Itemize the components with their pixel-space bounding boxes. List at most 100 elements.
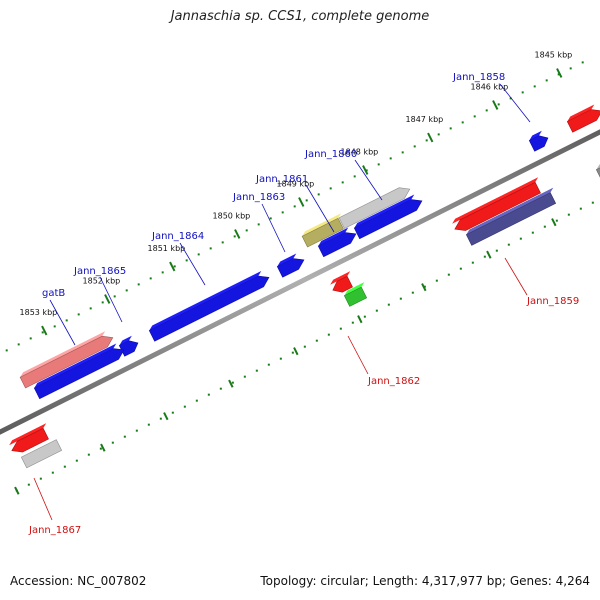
gene-top-face xyxy=(277,253,297,267)
gene-top-1[interactable] xyxy=(566,104,600,133)
gene-label[interactable]: gatB xyxy=(42,288,65,299)
ruler-dot xyxy=(111,441,114,444)
ruler-dot xyxy=(123,435,126,438)
ruler-dot xyxy=(29,337,32,340)
label-leader-line xyxy=(499,83,531,123)
ruler-dot xyxy=(75,459,78,462)
gene-body xyxy=(301,217,344,248)
ruler-dot xyxy=(341,181,344,184)
ruler-dot xyxy=(483,255,486,258)
gene-body xyxy=(33,348,125,400)
gene-label[interactable]: Jann_1860 xyxy=(304,149,357,160)
kbp-tick xyxy=(169,261,176,272)
gene-body xyxy=(118,340,139,357)
ruler-dot xyxy=(317,193,320,196)
gene-label[interactable]: Jann_1864 xyxy=(151,231,204,242)
ruler-dot xyxy=(329,187,332,190)
ruler-dot xyxy=(149,277,152,280)
ruler-dot xyxy=(543,225,546,228)
label-leader-line xyxy=(261,203,286,253)
gene-body xyxy=(19,335,114,389)
kbp-tick-bottom xyxy=(551,218,557,227)
gene-Jann_1867[interactable] xyxy=(9,423,49,453)
gene-top-3[interactable] xyxy=(338,182,411,229)
gene-label[interactable]: Jann_1862 xyxy=(367,376,420,387)
ruler-dot xyxy=(339,327,342,330)
gene-Jann_1861[interactable] xyxy=(301,213,344,248)
gene-body xyxy=(454,181,541,231)
kbp-label: 1847 kbp xyxy=(406,115,444,124)
ruler-dot xyxy=(495,249,498,252)
gene-label[interactable]: Jann_1867 xyxy=(28,525,81,536)
label-leader-line xyxy=(99,276,123,323)
gene-bottom-6[interactable] xyxy=(20,434,63,469)
gene-Jann_1865[interactable] xyxy=(118,335,139,357)
ruler-dot xyxy=(449,127,452,130)
gene-top-face xyxy=(529,130,542,141)
ruler-dot xyxy=(293,205,296,208)
gene-top-face xyxy=(21,434,60,458)
gene-bottom-2[interactable] xyxy=(595,151,600,181)
gene-top-face xyxy=(596,164,600,170)
ruler-dot xyxy=(555,219,558,222)
ruler-dot xyxy=(185,259,188,262)
ruler-dot xyxy=(221,241,224,244)
ruler-dot xyxy=(63,465,66,468)
kbp-tick-bottom xyxy=(486,250,492,259)
gene-gatB[interactable] xyxy=(19,331,114,389)
gene-top-face xyxy=(34,343,117,389)
gene-bottom-1[interactable] xyxy=(465,187,557,246)
gene-tracks xyxy=(9,104,600,469)
gene-top-face xyxy=(330,271,351,285)
ruler-dot xyxy=(281,211,284,214)
ruler-dot xyxy=(53,325,56,328)
gene-top-6[interactable] xyxy=(276,253,305,278)
ruler-dot xyxy=(147,423,150,426)
gene-Jann_1859[interactable] xyxy=(452,177,541,231)
ruler-dot xyxy=(365,169,368,172)
gene-label[interactable]: Jann_1859 xyxy=(526,296,579,307)
ruler-dot xyxy=(255,369,258,372)
gene-Jann_1860[interactable] xyxy=(353,194,423,240)
ruler-dot xyxy=(447,273,450,276)
ruler-dot xyxy=(315,339,318,342)
gene-top-face xyxy=(302,213,342,237)
gene-top-face xyxy=(354,194,415,229)
ruler-bottom xyxy=(15,201,594,492)
gene-label[interactable]: Jann_1861 xyxy=(255,174,308,185)
ruler-dot xyxy=(485,109,488,112)
gene-Jann_1858[interactable] xyxy=(528,130,549,152)
gene-labels: Jann_1858Jann_1860Jann_1861Jann_1863Jann… xyxy=(28,72,579,536)
ruler-dot xyxy=(401,151,404,154)
ruler-dot xyxy=(377,163,380,166)
kbp-tick xyxy=(556,68,563,78)
ruler-dot xyxy=(497,103,500,106)
ruler-dot xyxy=(375,309,378,312)
gene-body xyxy=(148,275,270,342)
ruler-dot xyxy=(363,315,366,318)
gene-label[interactable]: Jann_1858 xyxy=(452,72,505,83)
gene-body xyxy=(338,187,411,229)
ruler-dot xyxy=(5,349,8,352)
gene-Jann_1863[interactable] xyxy=(317,227,357,258)
genome-backbone xyxy=(0,129,600,435)
gene-body xyxy=(343,286,368,307)
gene-Jann_1862[interactable] xyxy=(330,271,353,293)
ruler-dot xyxy=(411,291,414,294)
kbp-tick xyxy=(41,325,48,336)
gene-bottom-4[interactable] xyxy=(343,282,368,307)
gene-top-9[interactable] xyxy=(33,343,125,400)
kbp-label: 1850 kbp xyxy=(213,212,251,221)
kbp-tick-bottom xyxy=(293,347,299,356)
ruler-dot xyxy=(425,139,428,142)
ruler-dot xyxy=(125,289,128,292)
gene-label[interactable]: Jann_1865 xyxy=(73,266,126,277)
ruler-dot xyxy=(351,321,354,324)
gene-body xyxy=(353,199,423,240)
ruler-dot xyxy=(161,271,164,274)
gene-label[interactable]: Jann_1863 xyxy=(232,192,285,203)
ruler-dot xyxy=(353,175,356,178)
ruler-dot xyxy=(581,61,584,64)
gene-Jann_1864[interactable] xyxy=(148,271,270,342)
